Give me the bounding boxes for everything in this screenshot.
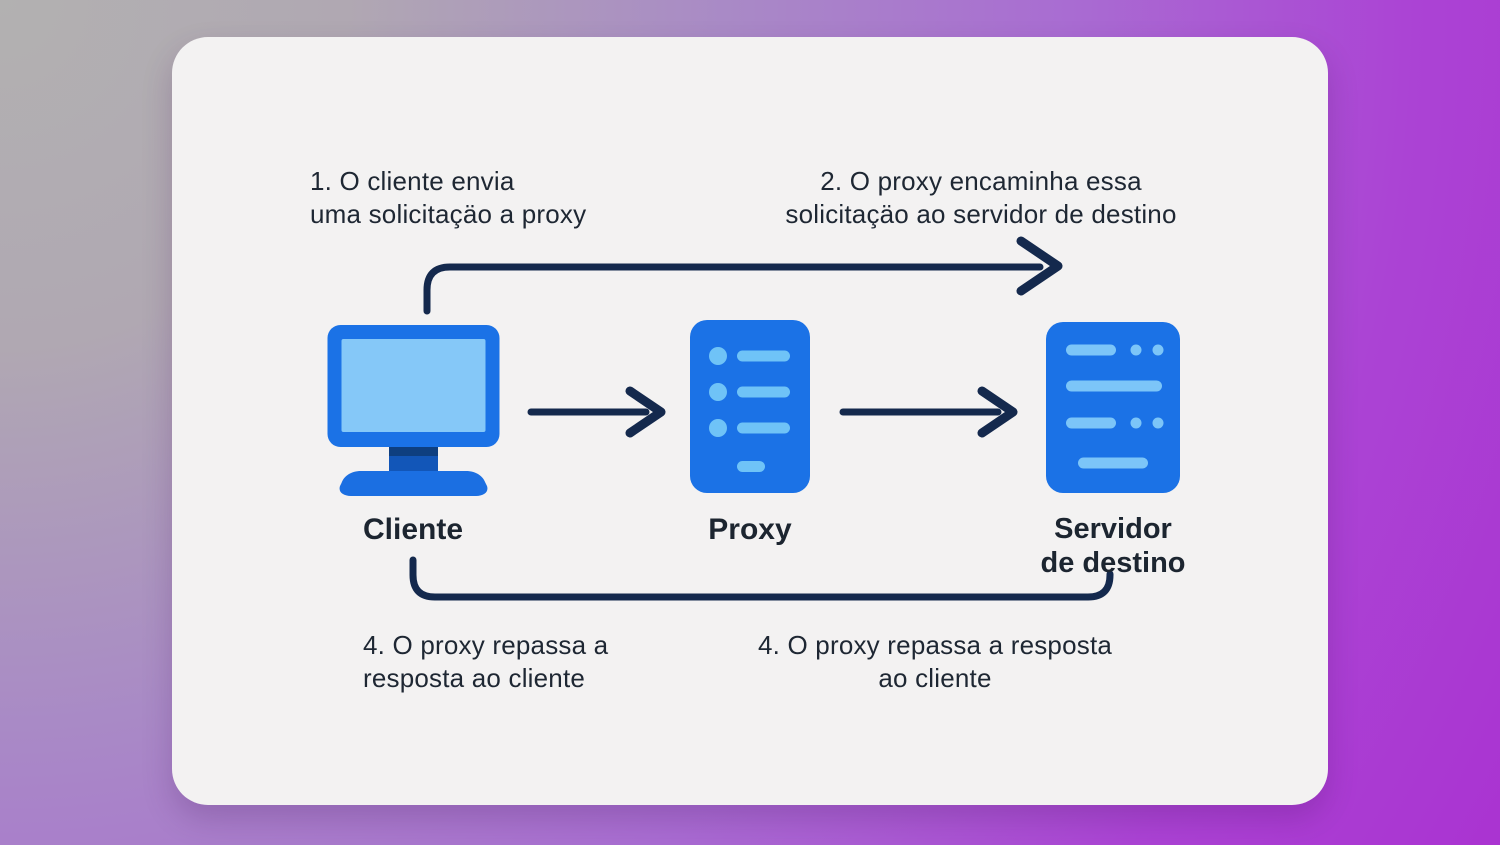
- server-body: [1046, 322, 1180, 493]
- proxy-slot-bar: [737, 386, 790, 398]
- step4-left-line1: 4. O proxy repassa a: [363, 630, 609, 660]
- server-slot-bar: [1066, 344, 1116, 356]
- monitor-base: [339, 471, 488, 496]
- proxy-label: Proxy: [708, 513, 792, 546]
- proxy-bottom-bar: [737, 461, 765, 472]
- proxy-slot-bar: [737, 350, 790, 362]
- desktop-computer-icon: [327, 325, 500, 496]
- proxy-led-dot: [709, 347, 727, 365]
- servidor-label-line1: Servidor: [1054, 513, 1172, 545]
- servidor-label: Servidor de destino: [1003, 512, 1223, 580]
- step4-left-annotation: 4. O proxy repassa a resposta ao cliente: [363, 629, 608, 695]
- step1-line1: 1. O cliente envia: [310, 166, 515, 196]
- server-led-dot: [1130, 344, 1142, 356]
- step1-annotation: 1. O cliente envia uma solicitaçäo a pro…: [310, 165, 586, 231]
- cliente-label: Cliente: [362, 513, 464, 546]
- proxy-led-dot: [709, 383, 727, 401]
- servidor-label-line2: de destino: [1040, 547, 1186, 579]
- proxy-led-dot: [709, 419, 727, 437]
- proxy-slot-bar: [737, 422, 790, 434]
- step4-left-line2: resposta ao cliente: [363, 663, 586, 693]
- server-led-dot: [1152, 417, 1164, 429]
- step1-line2: uma solicitaçäo a proxy: [310, 199, 587, 229]
- server-led-dot: [1152, 344, 1164, 356]
- server-led-dot: [1130, 417, 1142, 429]
- step4-right-line2: ao cliente: [878, 663, 992, 693]
- step2-line2: solicitaçäo ao servidor de destino: [785, 199, 1177, 229]
- destination-server-icon: [1046, 322, 1180, 493]
- server-bottom-bar: [1078, 457, 1148, 469]
- step4-right-annotation: 4. O proxy repassa a resposta ao cliente: [735, 629, 1135, 695]
- monitor-screen: [341, 339, 486, 432]
- step4-right-line1: 4. O proxy repassa a resposta: [757, 630, 1113, 660]
- monitor-neck-shadow: [389, 447, 438, 456]
- step2-annotation: 2. O proxy encaminha essa solicitaçäo ao…: [761, 165, 1201, 231]
- proxy-server-icon: [690, 320, 810, 493]
- monitor-neck: [389, 456, 438, 473]
- server-slot-bar-long: [1066, 380, 1162, 392]
- server-slot-bar: [1066, 417, 1116, 429]
- step2-line1: 2. O proxy encaminha essa: [820, 166, 1142, 196]
